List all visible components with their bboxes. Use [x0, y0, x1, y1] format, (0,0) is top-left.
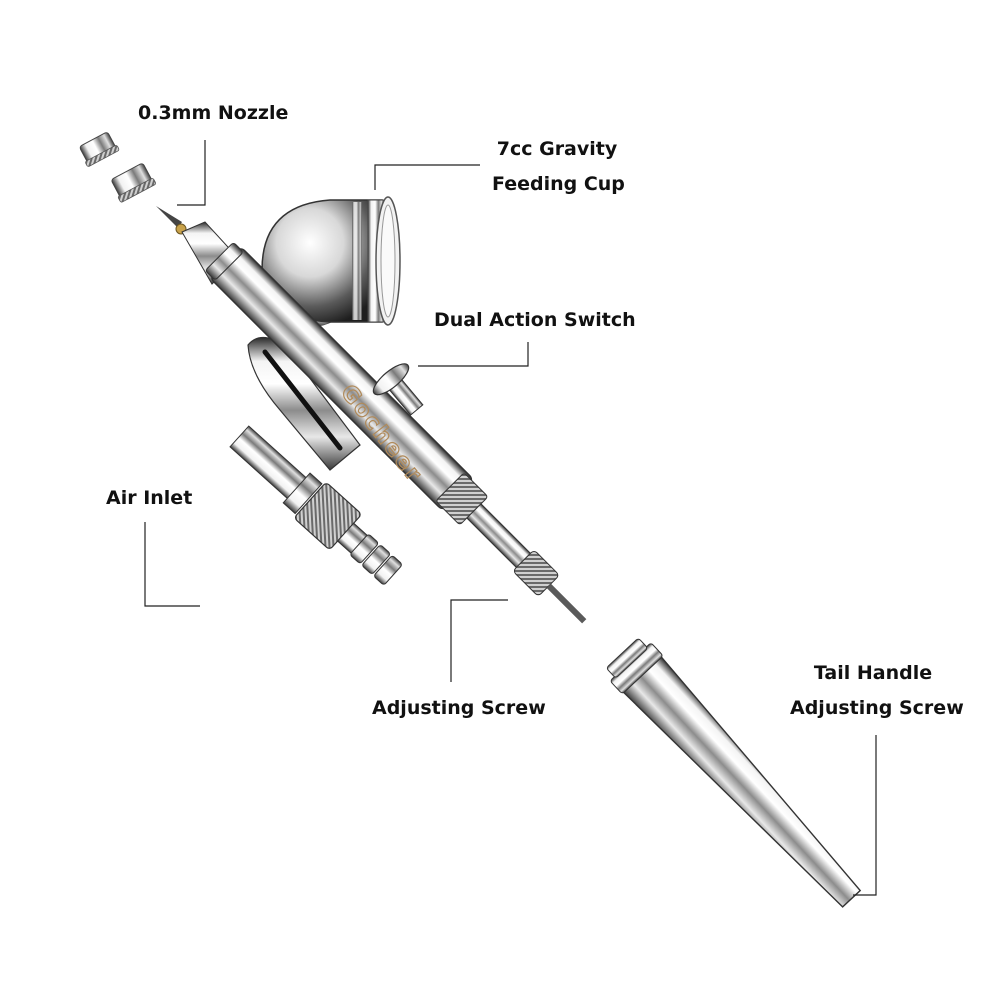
label-tail-handle: Tail Handle Adjusting Screw [790, 656, 964, 726]
label-nozzle-text: 0.3mm Nozzle [138, 102, 289, 124]
leader-switch [418, 342, 529, 367]
label-tail-line1: Tail Handle [813, 662, 933, 684]
label-adjusting-screw-text: Adjusting Screw [372, 697, 546, 719]
label-dual-action-switch: Dual Action Switch [434, 303, 636, 338]
label-air-inlet-text: Air Inlet [106, 487, 193, 509]
leader-tail [853, 735, 877, 896]
label-air-inlet: Air Inlet [106, 481, 192, 516]
leader-nozzle [177, 140, 206, 206]
nozzle-cap-small [79, 132, 120, 167]
label-cup-line2: Feeding Cup [492, 173, 625, 195]
airbrush-body [156, 206, 587, 624]
gravity-cup [256, 196, 401, 328]
leader-adjusting-screw [450, 599, 508, 682]
nozzle-cap-large [111, 163, 156, 203]
label-nozzle: 0.3mm Nozzle [138, 96, 288, 131]
label-adjusting-screw: Adjusting Screw [372, 691, 546, 726]
leader-cup [374, 164, 480, 190]
label-switch-text: Dual Action Switch [434, 309, 636, 331]
leader-lines [144, 140, 877, 896]
label-gravity-cup: 7cc Gravity Feeding Cup [492, 132, 625, 202]
leader-air-inlet [144, 522, 200, 607]
label-cup-line1: 7cc Gravity [496, 138, 618, 160]
label-tail-line2: Adjusting Screw [790, 697, 964, 719]
tail-handle [606, 638, 862, 908]
